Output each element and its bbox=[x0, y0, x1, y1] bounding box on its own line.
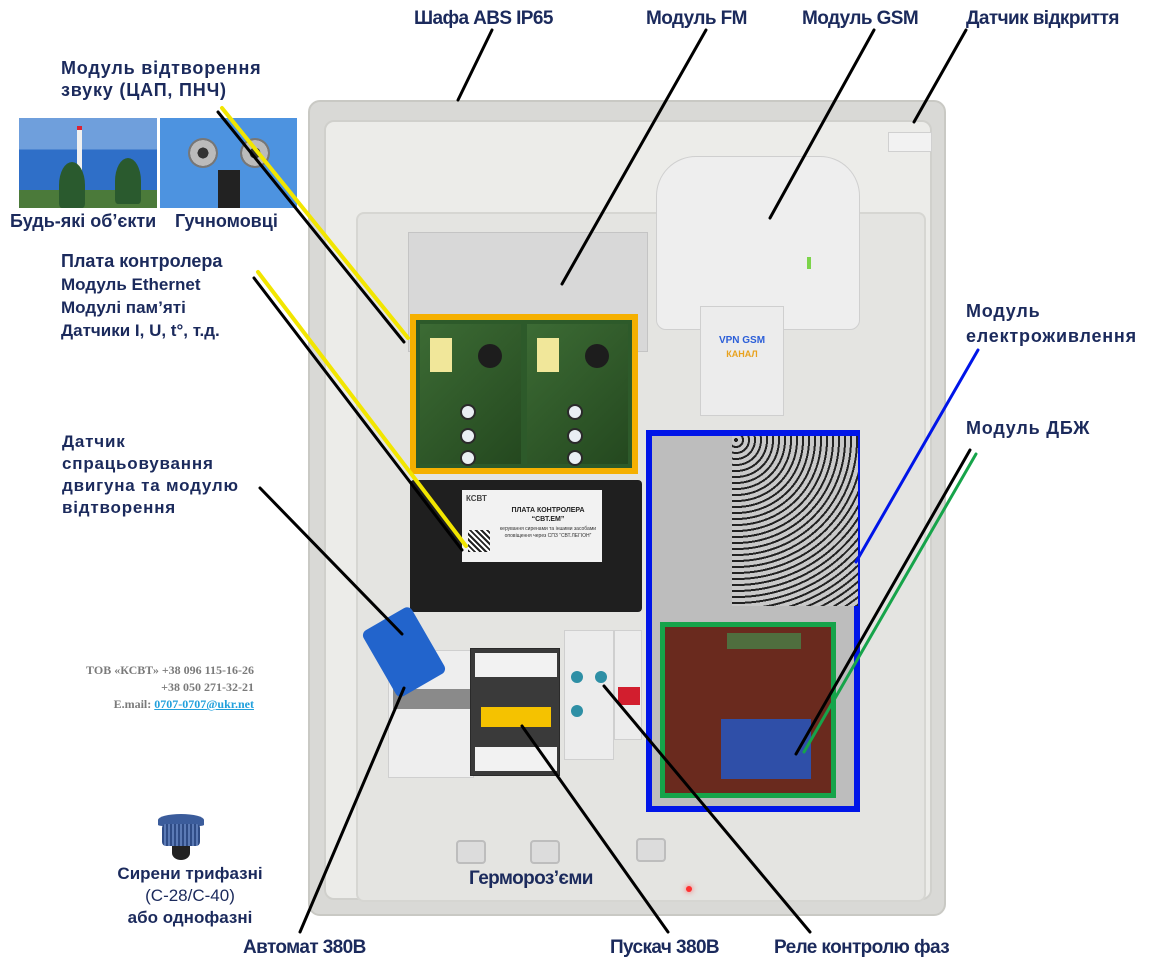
controller-board-frame bbox=[410, 314, 638, 474]
label-glands: Гермороз’єми bbox=[469, 868, 593, 889]
vpn-line1: VPN GSM bbox=[718, 335, 766, 346]
label-phase-relay: Реле контролю фаз bbox=[774, 937, 950, 958]
label-sound-module: Модуль відтворення звуку (ЦАП, ПНЧ) bbox=[61, 57, 261, 101]
contact-email-row: E.mail: 0707-0707@ukr.net bbox=[86, 696, 254, 713]
sticker-subtitle: керування сиренами та іншими засобами оп… bbox=[499, 526, 597, 539]
leader-cabinet bbox=[456, 28, 494, 102]
caption-loudspeakers: Гучномовці bbox=[175, 211, 278, 231]
loudspeaker-photo bbox=[160, 118, 297, 208]
speaker-pole bbox=[218, 170, 240, 208]
label-sirens-line3: або однофазні bbox=[127, 908, 253, 927]
label-power-module: Модуль електроживлення bbox=[966, 299, 1137, 349]
label-controller-line3: Модулі пам’яті bbox=[61, 298, 186, 317]
label-door-sensor: Датчик відкриття bbox=[966, 8, 1119, 29]
power-supply-unit bbox=[732, 436, 858, 606]
label-power-module-line2: електроживлення bbox=[966, 326, 1137, 346]
power-module-frame bbox=[646, 430, 860, 812]
label-fm-module: Модуль FM bbox=[646, 8, 747, 29]
caption-any-objects: Будь-які об’єкти bbox=[10, 211, 157, 231]
label-controller: Плата контролера Модуль Ethernet Модулі … bbox=[61, 250, 222, 342]
contact-email-link[interactable]: 0707-0707@ukr.net bbox=[154, 697, 254, 711]
vpn-line2: КАНАЛ bbox=[726, 349, 758, 359]
contact-info: ТОВ «КСВТ» +38 096 115-16-26 +38 050 271… bbox=[86, 662, 254, 713]
label-controller-line4: Датчики I, U, t°, т.д. bbox=[61, 321, 220, 340]
label-sirens-line2: (С-28/С-40) bbox=[145, 886, 235, 905]
battery-bms-board bbox=[721, 719, 811, 779]
label-motor-sensor-line4: відтворення bbox=[62, 498, 176, 517]
rcbo-device bbox=[614, 630, 642, 740]
sticker-title: ПЛАТА КОНТРОЛЕРА “СВТ.ЕМ” bbox=[498, 506, 598, 524]
label-starter: Пускач 380В bbox=[610, 937, 720, 958]
laser-dot bbox=[686, 886, 692, 892]
label-breaker: Автомат 380В bbox=[243, 937, 366, 958]
label-ups-module: Модуль ДБЖ bbox=[966, 418, 1091, 438]
cable-gland bbox=[636, 838, 666, 862]
tree bbox=[115, 158, 141, 204]
cooling-tower bbox=[77, 126, 82, 176]
contact-company-phone1: ТОВ «КСВТ» +38 096 115-16-26 bbox=[86, 663, 254, 677]
label-sound-module-line2: звуку (ЦАП, ПНЧ) bbox=[61, 80, 227, 100]
label-sirens-line1: Сирени трифазні bbox=[117, 864, 263, 883]
phase-relay-device bbox=[564, 630, 614, 760]
pcb-board bbox=[527, 324, 628, 466]
contact-email-label: E.mail: bbox=[113, 697, 152, 711]
ups-module-frame bbox=[660, 622, 836, 798]
label-power-module-line1: Модуль bbox=[966, 301, 1041, 321]
label-controller-line1: Плата контролера bbox=[61, 251, 223, 271]
label-sirens: Сирени трифазні (С-28/С-40) або однофазн… bbox=[104, 863, 276, 929]
label-sound-module-line1: Модуль відтворення bbox=[61, 58, 262, 78]
label-motor-sensor-line3: двигуна та модулю bbox=[62, 476, 239, 495]
controller-housing: КСВТ ПЛАТА КОНТРОЛЕРА “СВТ.ЕМ” керування… bbox=[410, 480, 642, 612]
ksvt-logo: КСВТ bbox=[466, 494, 487, 503]
gsm-modem bbox=[656, 156, 860, 330]
label-gsm-module: Модуль GSM bbox=[802, 8, 919, 29]
cabinet-photo: КСВТ ПЛАТА КОНТРОЛЕРА “СВТ.ЕМ” керування… bbox=[308, 100, 946, 916]
horn-speaker-icon bbox=[240, 138, 270, 168]
power-plant-photo bbox=[19, 118, 157, 208]
voltage-display bbox=[727, 633, 801, 649]
vpn-gsm-box: VPN GSM КАНАЛ bbox=[700, 306, 784, 416]
label-controller-line2: Модуль Ethernet bbox=[61, 275, 201, 294]
sticker-title-2: “СВТ.ЕМ” bbox=[531, 516, 565, 523]
tree bbox=[59, 162, 85, 208]
door-sensor-device bbox=[888, 132, 932, 152]
cable-gland bbox=[456, 840, 486, 864]
label-motor-sensor-line1: Датчик bbox=[62, 432, 126, 451]
label-motor-sensor: Датчик спрацьовування двигуна та модулю … bbox=[62, 431, 239, 519]
cable-gland bbox=[530, 840, 560, 864]
label-motor-sensor-line2: спрацьовування bbox=[62, 454, 214, 473]
pcb-board bbox=[420, 324, 521, 466]
status-led bbox=[807, 257, 811, 269]
contact-phone2: +38 050 271-32-21 bbox=[161, 680, 254, 694]
qr-code-icon bbox=[468, 530, 490, 552]
horn-speaker-icon bbox=[188, 138, 218, 168]
contactor-device bbox=[470, 648, 560, 776]
label-cabinet: Шафа ABS IP65 bbox=[414, 8, 553, 29]
controller-sticker: КСВТ ПЛАТА КОНТРОЛЕРА “СВТ.ЕМ” керування… bbox=[462, 490, 602, 562]
siren-icon bbox=[158, 810, 204, 862]
sticker-title-1: ПЛАТА КОНТРОЛЕРА bbox=[511, 507, 585, 514]
